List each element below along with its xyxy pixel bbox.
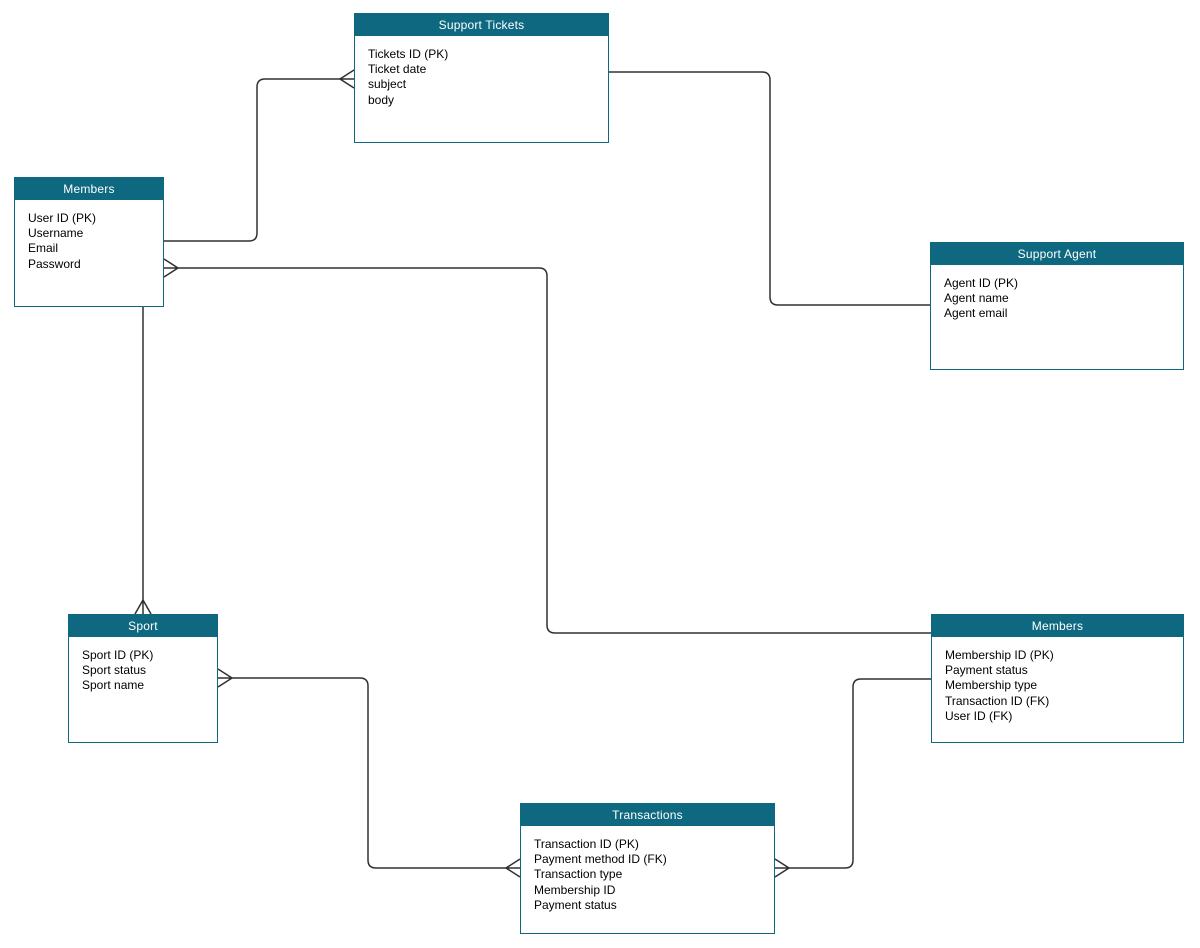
crow-foot-icon	[774, 858, 790, 878]
field-row: Transaction ID (FK)	[945, 693, 1050, 708]
connector-support-tickets-support-agent[interactable]	[609, 71, 930, 306]
field-row: Sport status	[82, 663, 147, 678]
field-row: body	[368, 92, 395, 107]
entity-title: Members	[15, 178, 163, 200]
entity-title: Support Agent	[931, 243, 1183, 265]
field-row: Transaction ID (PK)	[534, 837, 639, 851]
field-row: Membership type	[945, 678, 1038, 693]
entity-transactions[interactable]: Transactions Transaction ID (PK) Payment…	[520, 803, 775, 934]
entity-support-tickets[interactable]: Support Tickets Tickets ID (PK) Ticket d…	[354, 13, 609, 143]
entity-sport[interactable]: Sport Sport ID (PK) Sport status Sport n…	[68, 614, 218, 743]
field-row: Sport ID (PK)	[82, 648, 154, 662]
crow-foot-icon	[134, 599, 152, 615]
entity-members-bottom[interactable]: Members Membership ID (PK) Payment statu…	[931, 614, 1184, 743]
entity-fields: Tickets ID (PK) Ticket date subject body	[355, 36, 608, 119]
connector-members-sport[interactable]	[134, 307, 152, 615]
field-row: Payment method ID (FK)	[534, 852, 667, 867]
connector-members-support-tickets[interactable]	[164, 69, 355, 242]
entity-title: Sport	[69, 615, 217, 637]
field-row: Email	[28, 241, 59, 256]
field-row: Membership ID (PK)	[945, 648, 1054, 662]
field-row: Sport name	[82, 678, 145, 693]
connector-members-members[interactable]	[163, 258, 931, 634]
entity-fields: Agent ID (PK) Agent name Agent email	[931, 265, 1183, 333]
crow-foot-icon	[163, 258, 179, 278]
entity-members-top[interactable]: Members User ID (PK) Username Email Pass…	[14, 177, 164, 307]
field-row: Ticket date	[368, 62, 427, 77]
field-row: Password	[28, 256, 81, 271]
connector-sport-transactions[interactable]	[217, 668, 521, 878]
field-row: Payment status	[534, 897, 617, 912]
entity-title: Support Tickets	[355, 14, 608, 36]
entity-fields: User ID (PK) Username Email Password	[15, 200, 163, 283]
field-row: subject	[368, 77, 407, 92]
crow-foot-icon	[339, 69, 355, 89]
entity-support-agent[interactable]: Support Agent Agent ID (PK) Agent name A…	[930, 242, 1184, 370]
field-row: Agent email	[944, 306, 1008, 321]
entity-fields: Transaction ID (PK) Payment method ID (F…	[521, 826, 774, 924]
field-row: Membership ID	[534, 882, 616, 897]
entity-fields: Sport ID (PK) Sport status Sport name	[69, 637, 217, 705]
entity-title: Transactions	[521, 804, 774, 826]
field-row: Payment status	[945, 663, 1028, 678]
crow-foot-icon	[505, 858, 521, 878]
field-row: Transaction type	[534, 867, 623, 882]
field-row: Agent name	[944, 291, 1009, 306]
entity-fields: Membership ID (PK) Payment status Member…	[932, 637, 1183, 735]
field-row: User ID (FK)	[945, 708, 1013, 723]
field-row: User ID (PK)	[28, 211, 97, 225]
field-row: Agent ID (PK)	[944, 276, 1019, 290]
connector-transactions-members[interactable]	[774, 678, 931, 878]
entity-title: Members	[932, 615, 1183, 637]
crow-foot-icon	[217, 668, 233, 688]
field-row: Tickets ID (PK)	[368, 47, 449, 61]
field-row: Username	[28, 226, 84, 241]
